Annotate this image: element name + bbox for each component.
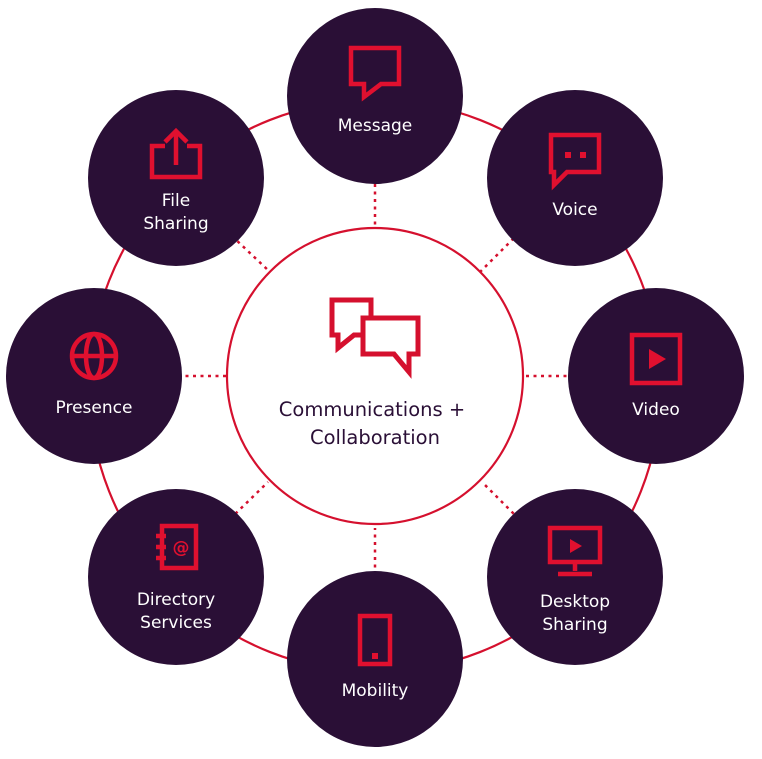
spoke-file-sharing — [231, 235, 271, 273]
node-voice-circle — [487, 90, 663, 266]
node-video-circle — [568, 288, 744, 464]
address-book-icon: @ — [156, 523, 199, 571]
center-hub: Communications + Collaboration — [225, 226, 525, 526]
node-file-sharing-label-line-1: File — [162, 191, 190, 211]
svg-text:@: @ — [173, 538, 190, 558]
spoke-directory-services — [229, 481, 269, 520]
node-message-label: Message — [338, 116, 413, 136]
node-directory-services: @ Directory Services — [88, 489, 264, 665]
node-directory-services-circle — [88, 489, 264, 665]
play-button-icon — [629, 332, 683, 386]
node-desktop-sharing-label-line-1: Desktop — [540, 592, 610, 612]
node-desktop-sharing: Desktop Sharing — [487, 489, 663, 665]
node-mobility-label: Mobility — [342, 681, 409, 701]
node-desktop-sharing-circle — [487, 489, 663, 665]
mobile-phone-icon — [357, 613, 393, 667]
two-speech-bubbles-icon — [329, 297, 421, 379]
node-video-label: Video — [632, 400, 680, 420]
node-video: Video — [568, 288, 744, 464]
monitor-play-icon — [547, 525, 603, 577]
globe-icon — [69, 331, 119, 381]
node-file-sharing: File Sharing — [88, 90, 264, 266]
node-voice: Voice — [487, 90, 663, 266]
node-directory-services-label-line-1: Directory — [137, 590, 215, 610]
spoke-desktop-sharing — [481, 481, 520, 520]
speech-bubble-icon — [348, 45, 402, 102]
node-presence-label: Presence — [56, 398, 133, 418]
node-message: Message — [287, 8, 463, 184]
center-title-line-2: Collaboration — [310, 426, 440, 449]
node-file-sharing-label-line-2: Sharing — [143, 214, 208, 234]
upload-tray-icon — [149, 127, 203, 180]
node-voice-label: Voice — [552, 200, 597, 220]
node-mobility: Mobility — [287, 571, 463, 747]
center-title-line-1: Communications + — [279, 398, 465, 421]
center-circle — [225, 226, 525, 526]
node-desktop-sharing-label-line-2: Sharing — [542, 615, 607, 635]
node-directory-services-label-line-2: Services — [140, 613, 212, 633]
node-message-circle — [287, 8, 463, 184]
node-presence: Presence — [6, 288, 182, 464]
chat-bubble-dots-icon — [548, 132, 602, 191]
